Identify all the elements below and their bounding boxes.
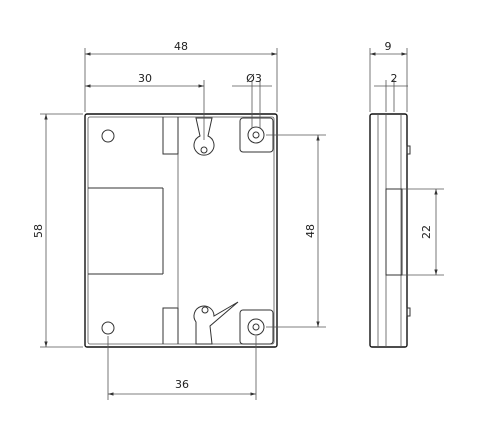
dim-side-inner-label: 2 (391, 72, 398, 85)
side-view (369, 113, 411, 348)
hole-top-left (101, 129, 115, 143)
keyhole-top (193, 117, 215, 156)
keyhole-top-center (200, 146, 208, 154)
front-recess-profile (162, 117, 179, 344)
mount-hole-bottom-right-inner (252, 323, 260, 331)
front-view (84, 113, 278, 348)
side-slot (385, 188, 403, 276)
dim-side-thickness-label: 9 (385, 40, 392, 53)
hole-bottom-left (101, 321, 115, 335)
dim-side-slot-label: 22 (420, 225, 433, 239)
dim-height-total-label: 58 (32, 224, 45, 238)
front-left-channel (88, 187, 164, 275)
dim-hole-spacing-vertical-label: 48 (304, 224, 317, 238)
dim-hole-spacing-horizontal-label: 36 (175, 378, 189, 391)
front-body-inner-outline (87, 116, 275, 345)
keyhole-bottom (193, 301, 239, 345)
mount-hole-bottom-right (247, 318, 265, 336)
mount-hole-top-right (247, 126, 265, 144)
dim-offset-30-label: 30 (138, 72, 152, 85)
front-body-outline (84, 113, 278, 348)
side-body-outline (369, 113, 408, 348)
front-dimensions: 48 30 Ø3 58 48 36 (32, 40, 326, 400)
side-nub-bottom (406, 307, 411, 317)
dim-hole-diameter-label: Ø3 (246, 72, 262, 85)
dim-width-total-label: 48 (174, 40, 188, 53)
keyhole-bottom-center (201, 306, 209, 314)
side-nub-top (406, 145, 411, 155)
side-dimensions: 9 2 22 (369, 40, 444, 276)
mount-hole-top-right-inner (252, 131, 260, 139)
